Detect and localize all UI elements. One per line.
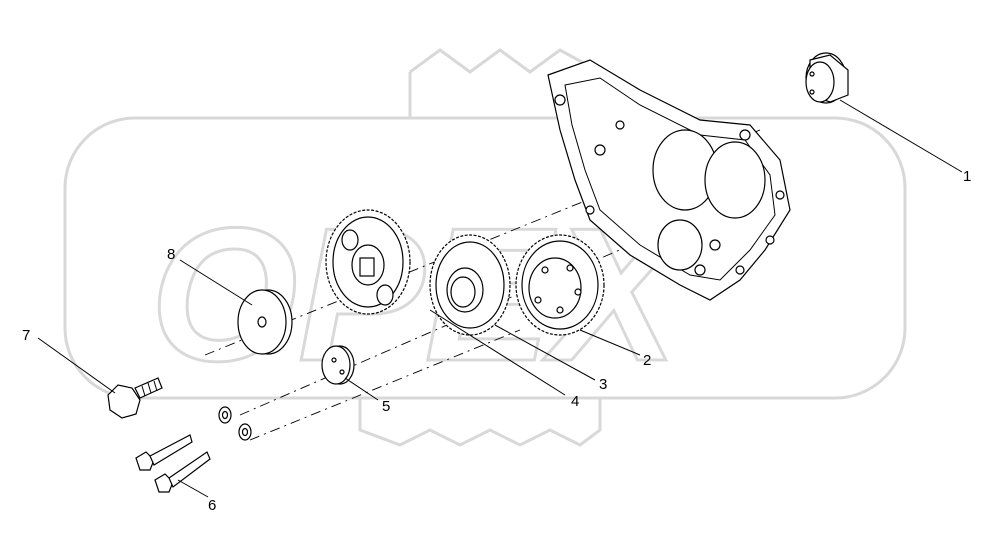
leader-lines (37, 99, 963, 498)
part-gear-3 (429, 234, 511, 336)
leader-1 (839, 99, 963, 173)
callout-4: 4 (571, 393, 579, 410)
part-disc (237, 289, 293, 355)
callout-6: 6 (208, 497, 216, 514)
watermark-frame (63, 116, 907, 400)
callout-8: 8 (167, 246, 175, 263)
part-plug (805, 52, 849, 104)
callout-3: 3 (599, 376, 607, 393)
leader-7 (37, 337, 116, 394)
leader-3 (494, 324, 596, 381)
callout-2: 2 (643, 352, 651, 369)
part-gear-2 (515, 234, 605, 336)
part-washers (218, 406, 252, 441)
leader-2 (579, 329, 641, 356)
callout-1: 1 (963, 168, 971, 185)
leader-6 (177, 479, 209, 498)
leader-8 (179, 259, 253, 306)
part-bolts-6 (135, 434, 211, 493)
leader-5 (344, 377, 379, 401)
axis-line-bolt (249, 329, 521, 441)
part-plate (321, 345, 355, 385)
callout-7: 7 (22, 327, 30, 344)
callout-labels: 1 2 3 4 5 6 7 8 (22, 168, 971, 514)
part-timing-cover (547, 59, 791, 301)
part-gear-left (325, 209, 411, 315)
callout-5: 5 (382, 398, 390, 415)
part-bolt-7 (107, 377, 163, 419)
leader-4 (429, 309, 566, 396)
